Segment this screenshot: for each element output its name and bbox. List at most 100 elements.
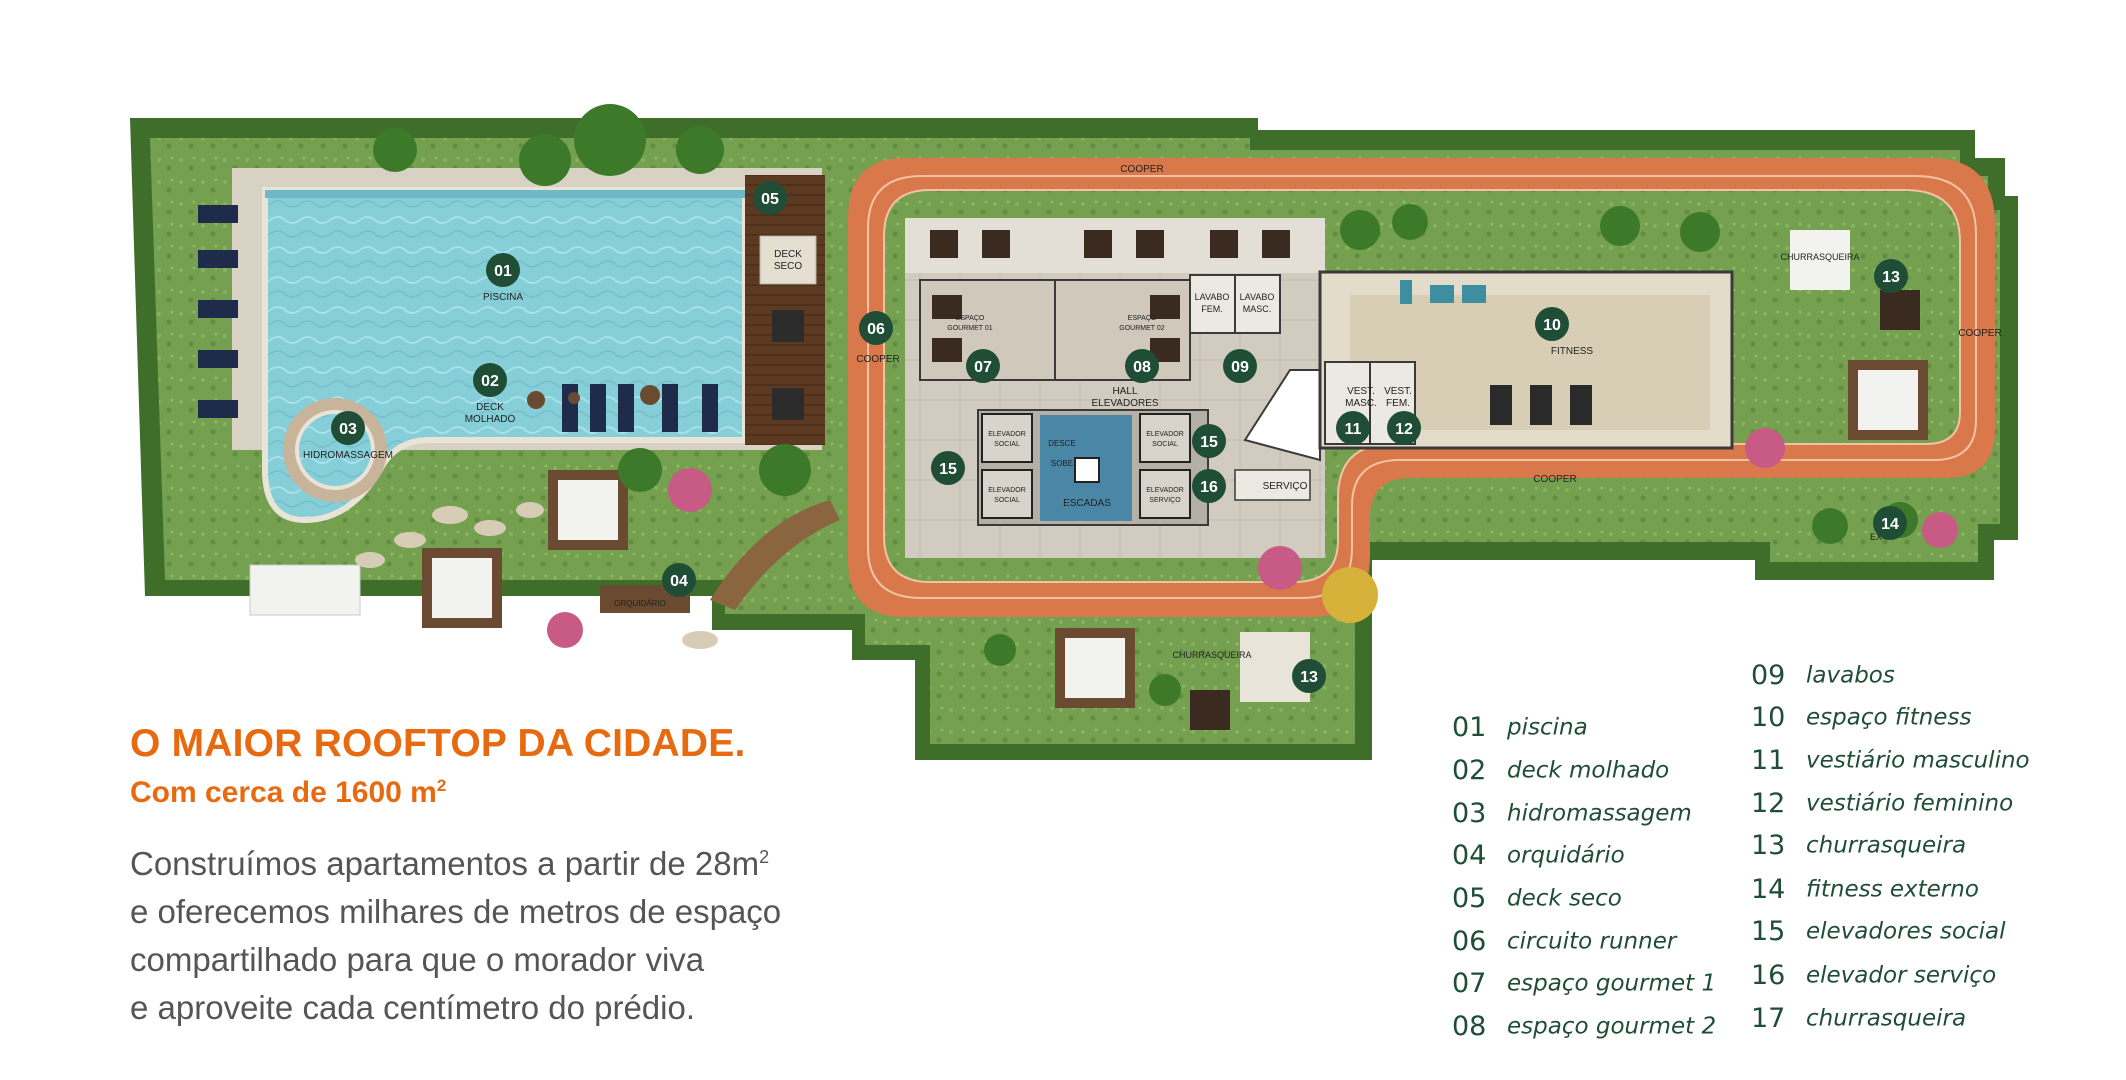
- label-elev-servico-2: SERVIÇO: [1149, 497, 1181, 504]
- label-vest-fem-2: FEM.: [1386, 398, 1410, 409]
- marker-15-left[interactable]: 15: [931, 451, 965, 485]
- marker-10[interactable]: 10: [1535, 307, 1569, 341]
- label-elev-social-b-1: ELEVADOR: [988, 487, 1026, 494]
- label-piscina: PISCINA: [483, 292, 523, 303]
- svg-text:13: 13: [1300, 669, 1318, 686]
- label-gourmet1-2: GOURMET 01: [947, 325, 992, 332]
- marker-07[interactable]: 07: [966, 349, 1000, 383]
- label-elev-social-a-2: SOCIAL: [994, 441, 1020, 448]
- svg-text:13: 13: [1882, 269, 1900, 286]
- label-fitness: FITNESS: [1551, 346, 1594, 357]
- label-elev-social-b-2: SOCIAL: [994, 497, 1020, 504]
- label-churrasqueira-bottom: CHURRASQUEIRA: [1172, 650, 1251, 660]
- rooftop-floor-plan: PISCINA DECK MOLHADO HIDROMASSAGEM DECK …: [130, 104, 2018, 760]
- label-deck-seco-2: SECO: [774, 261, 803, 272]
- label-lavabo-masc-2: MASC.: [1243, 304, 1272, 314]
- label-sobe: SOBE: [1051, 459, 1073, 468]
- marker-06[interactable]: 06: [859, 311, 893, 345]
- body-line: compartilhado para que o morador viva: [130, 941, 705, 978]
- label-gourmet2-1: ESPAÇO: [1128, 315, 1157, 322]
- svg-text:05: 05: [761, 191, 779, 208]
- fitness-building: [1318, 270, 1734, 450]
- label-lavabo-fem-2: FEM.: [1201, 304, 1223, 314]
- label-deck-seco-1: DECK: [774, 249, 802, 260]
- svg-text:02: 02: [481, 373, 499, 390]
- label-hall-2: ELEVADORES: [1091, 398, 1158, 409]
- label-hidromassagem: HIDROMASSAGEM: [303, 450, 393, 461]
- marker-02[interactable]: 02: [473, 363, 507, 397]
- marker-03[interactable]: 03: [331, 411, 365, 445]
- label-vest-masc-1: VEST.: [1347, 386, 1375, 397]
- label-vest-fem-1: VEST.: [1384, 386, 1412, 397]
- label-hall-1: HALL: [1112, 386, 1137, 397]
- body-line: Construímos apartamentos a partir de 28m…: [130, 845, 770, 882]
- svg-text:15: 15: [939, 461, 957, 478]
- marker-14[interactable]: 14: [1873, 506, 1907, 540]
- label-ext: EX: [1870, 532, 1882, 542]
- svg-text:11: 11: [1345, 421, 1362, 438]
- marker-09[interactable]: 09: [1223, 349, 1257, 383]
- label-elev-social-a-1: ELEVADOR: [988, 431, 1026, 438]
- svg-text:03: 03: [339, 421, 357, 438]
- label-cooper-right: COOPER: [1958, 328, 2001, 339]
- label-lavabo-fem-1: LAVABO: [1195, 292, 1230, 302]
- label-gourmet2-2: GOURMET 02: [1119, 325, 1164, 332]
- label-vest-masc-2: MASC.: [1345, 398, 1377, 409]
- marker-05[interactable]: 05: [753, 181, 787, 215]
- label-cooper-top: COOPER: [1120, 164, 1163, 175]
- label-cooper-left: COOPER: [856, 354, 899, 365]
- svg-text:07: 07: [974, 359, 992, 376]
- palm-trees: [373, 104, 1918, 706]
- marker-08[interactable]: 08: [1125, 349, 1159, 383]
- right-garden: [1745, 230, 1958, 548]
- marker-04[interactable]: 04: [662, 563, 696, 597]
- label-deck-molhado-1: DECK: [476, 402, 504, 413]
- label-deck-molhado-2: MOLHADO: [465, 414, 516, 425]
- marker-01[interactable]: 01: [486, 253, 520, 287]
- label-gourmet1-1: ESPAÇO: [956, 315, 985, 322]
- marker-13-top[interactable]: 13: [1874, 259, 1908, 293]
- svg-text:04: 04: [670, 573, 688, 590]
- marker-11[interactable]: 11: [1336, 411, 1370, 445]
- svg-text:01: 01: [494, 263, 512, 280]
- body-line: e aproveite cada centímetro do prédio.: [130, 989, 696, 1026]
- svg-text:12: 12: [1395, 421, 1413, 438]
- headline: O MAIOR ROOFTOP DA CIDADE.: [130, 722, 746, 765]
- label-orquidario: ORQUIDÁRIO: [614, 599, 666, 608]
- svg-text:15: 15: [1200, 434, 1218, 451]
- svg-text:14: 14: [1881, 516, 1899, 533]
- body-line: e oferecemos milhares de metros de espaç…: [130, 893, 782, 930]
- label-elev-social-c-2: SOCIAL: [1152, 441, 1178, 448]
- svg-text:10: 10: [1543, 317, 1561, 334]
- label-elev-servico-1: ELEVADOR: [1146, 487, 1184, 494]
- label-servico: SERVIÇO: [1263, 481, 1308, 492]
- svg-text:09: 09: [1231, 359, 1249, 376]
- marker-13-bottom[interactable]: 13: [1292, 659, 1326, 693]
- left-garden: [249, 468, 840, 649]
- svg-text:08: 08: [1133, 359, 1151, 376]
- svg-text:06: 06: [867, 321, 885, 338]
- label-lavabo-masc-1: LAVABO: [1240, 292, 1275, 302]
- body-paragraph: Construímos apartamentos a partir de 28m…: [130, 833, 781, 1032]
- label-escadas: ESCADAS: [1063, 498, 1111, 509]
- marker-12[interactable]: 12: [1387, 411, 1421, 445]
- label-desce: DESCE: [1048, 439, 1076, 448]
- marker-16[interactable]: 16: [1192, 469, 1226, 503]
- marker-15-right[interactable]: 15: [1192, 424, 1226, 458]
